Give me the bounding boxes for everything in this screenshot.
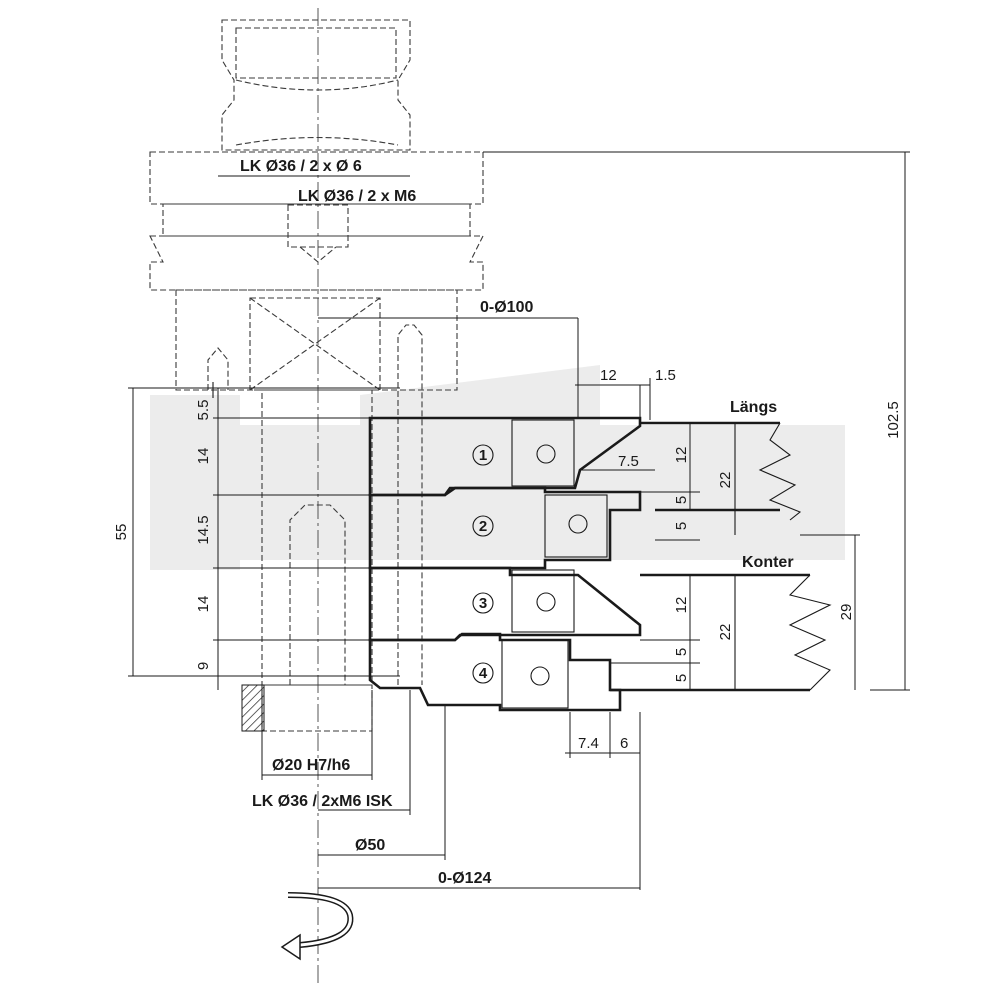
label-bottom-6: 6 (620, 735, 628, 752)
label-konter-22: 22 (717, 624, 734, 641)
label-stack-14a: 14 (195, 448, 212, 465)
dimension-lines (128, 151, 910, 890)
cutter-stack: 1 2 3 4 (368, 416, 642, 712)
label-langs-12: 12 (673, 447, 690, 464)
label-d100: 0-Ø100 (480, 299, 533, 316)
cutter-1-marker (472, 444, 494, 466)
label-lk-m6: LK Ø36 / 2 x M6 (298, 188, 416, 205)
cutter-2-marker (472, 515, 494, 537)
cutter-4-marker (472, 662, 494, 684)
label-stack-height: 55 (113, 524, 130, 541)
rotation-arrow-icon (280, 892, 354, 961)
cutter-1-number: 1 (479, 447, 487, 464)
label-konter-12: 12 (673, 597, 690, 614)
cutter-3-number: 3 (479, 595, 487, 612)
label-konter: Konter (742, 554, 794, 571)
label-stack-14-5: 14.5 (195, 515, 212, 544)
label-konter-5a: 5 (673, 648, 690, 656)
label-total-height: 102.5 (885, 401, 902, 439)
label-lk-6: LK Ø36 / 2 x Ø 6 (240, 158, 362, 175)
tool-holder (149, 19, 484, 398)
label-konter-29: 29 (838, 604, 855, 621)
label-top-12: 12 (600, 367, 617, 384)
label-langs-7-5: 7.5 (618, 453, 639, 470)
cutter-3-marker (472, 592, 494, 614)
label-bottom-7-4: 7.4 (578, 735, 599, 752)
label-langs: Längs (730, 399, 777, 416)
label-stack-9: 9 (195, 662, 212, 670)
label-langs-5a: 5 (673, 496, 690, 504)
label-langs-5b: 5 (673, 522, 690, 530)
cutter-4-number: 4 (479, 665, 488, 682)
label-d50: Ø50 (355, 837, 385, 854)
label-konter-5b: 5 (673, 674, 690, 682)
label-d124: 0-Ø124 (438, 870, 491, 887)
label-langs-22: 22 (717, 472, 734, 489)
cutter-2-number: 2 (479, 518, 487, 535)
watermark-logo (150, 365, 845, 570)
label-lk-isk: LK Ø36 / 2xM6 ISK (252, 793, 393, 810)
workpiece-profiles (610, 421, 832, 692)
label-top-1-5: 1.5 (655, 367, 676, 384)
label-stack-5-5: 5.5 (195, 400, 212, 421)
label-stack-14b: 14 (195, 596, 212, 613)
label-bore: Ø20 H7/h6 (272, 757, 350, 774)
